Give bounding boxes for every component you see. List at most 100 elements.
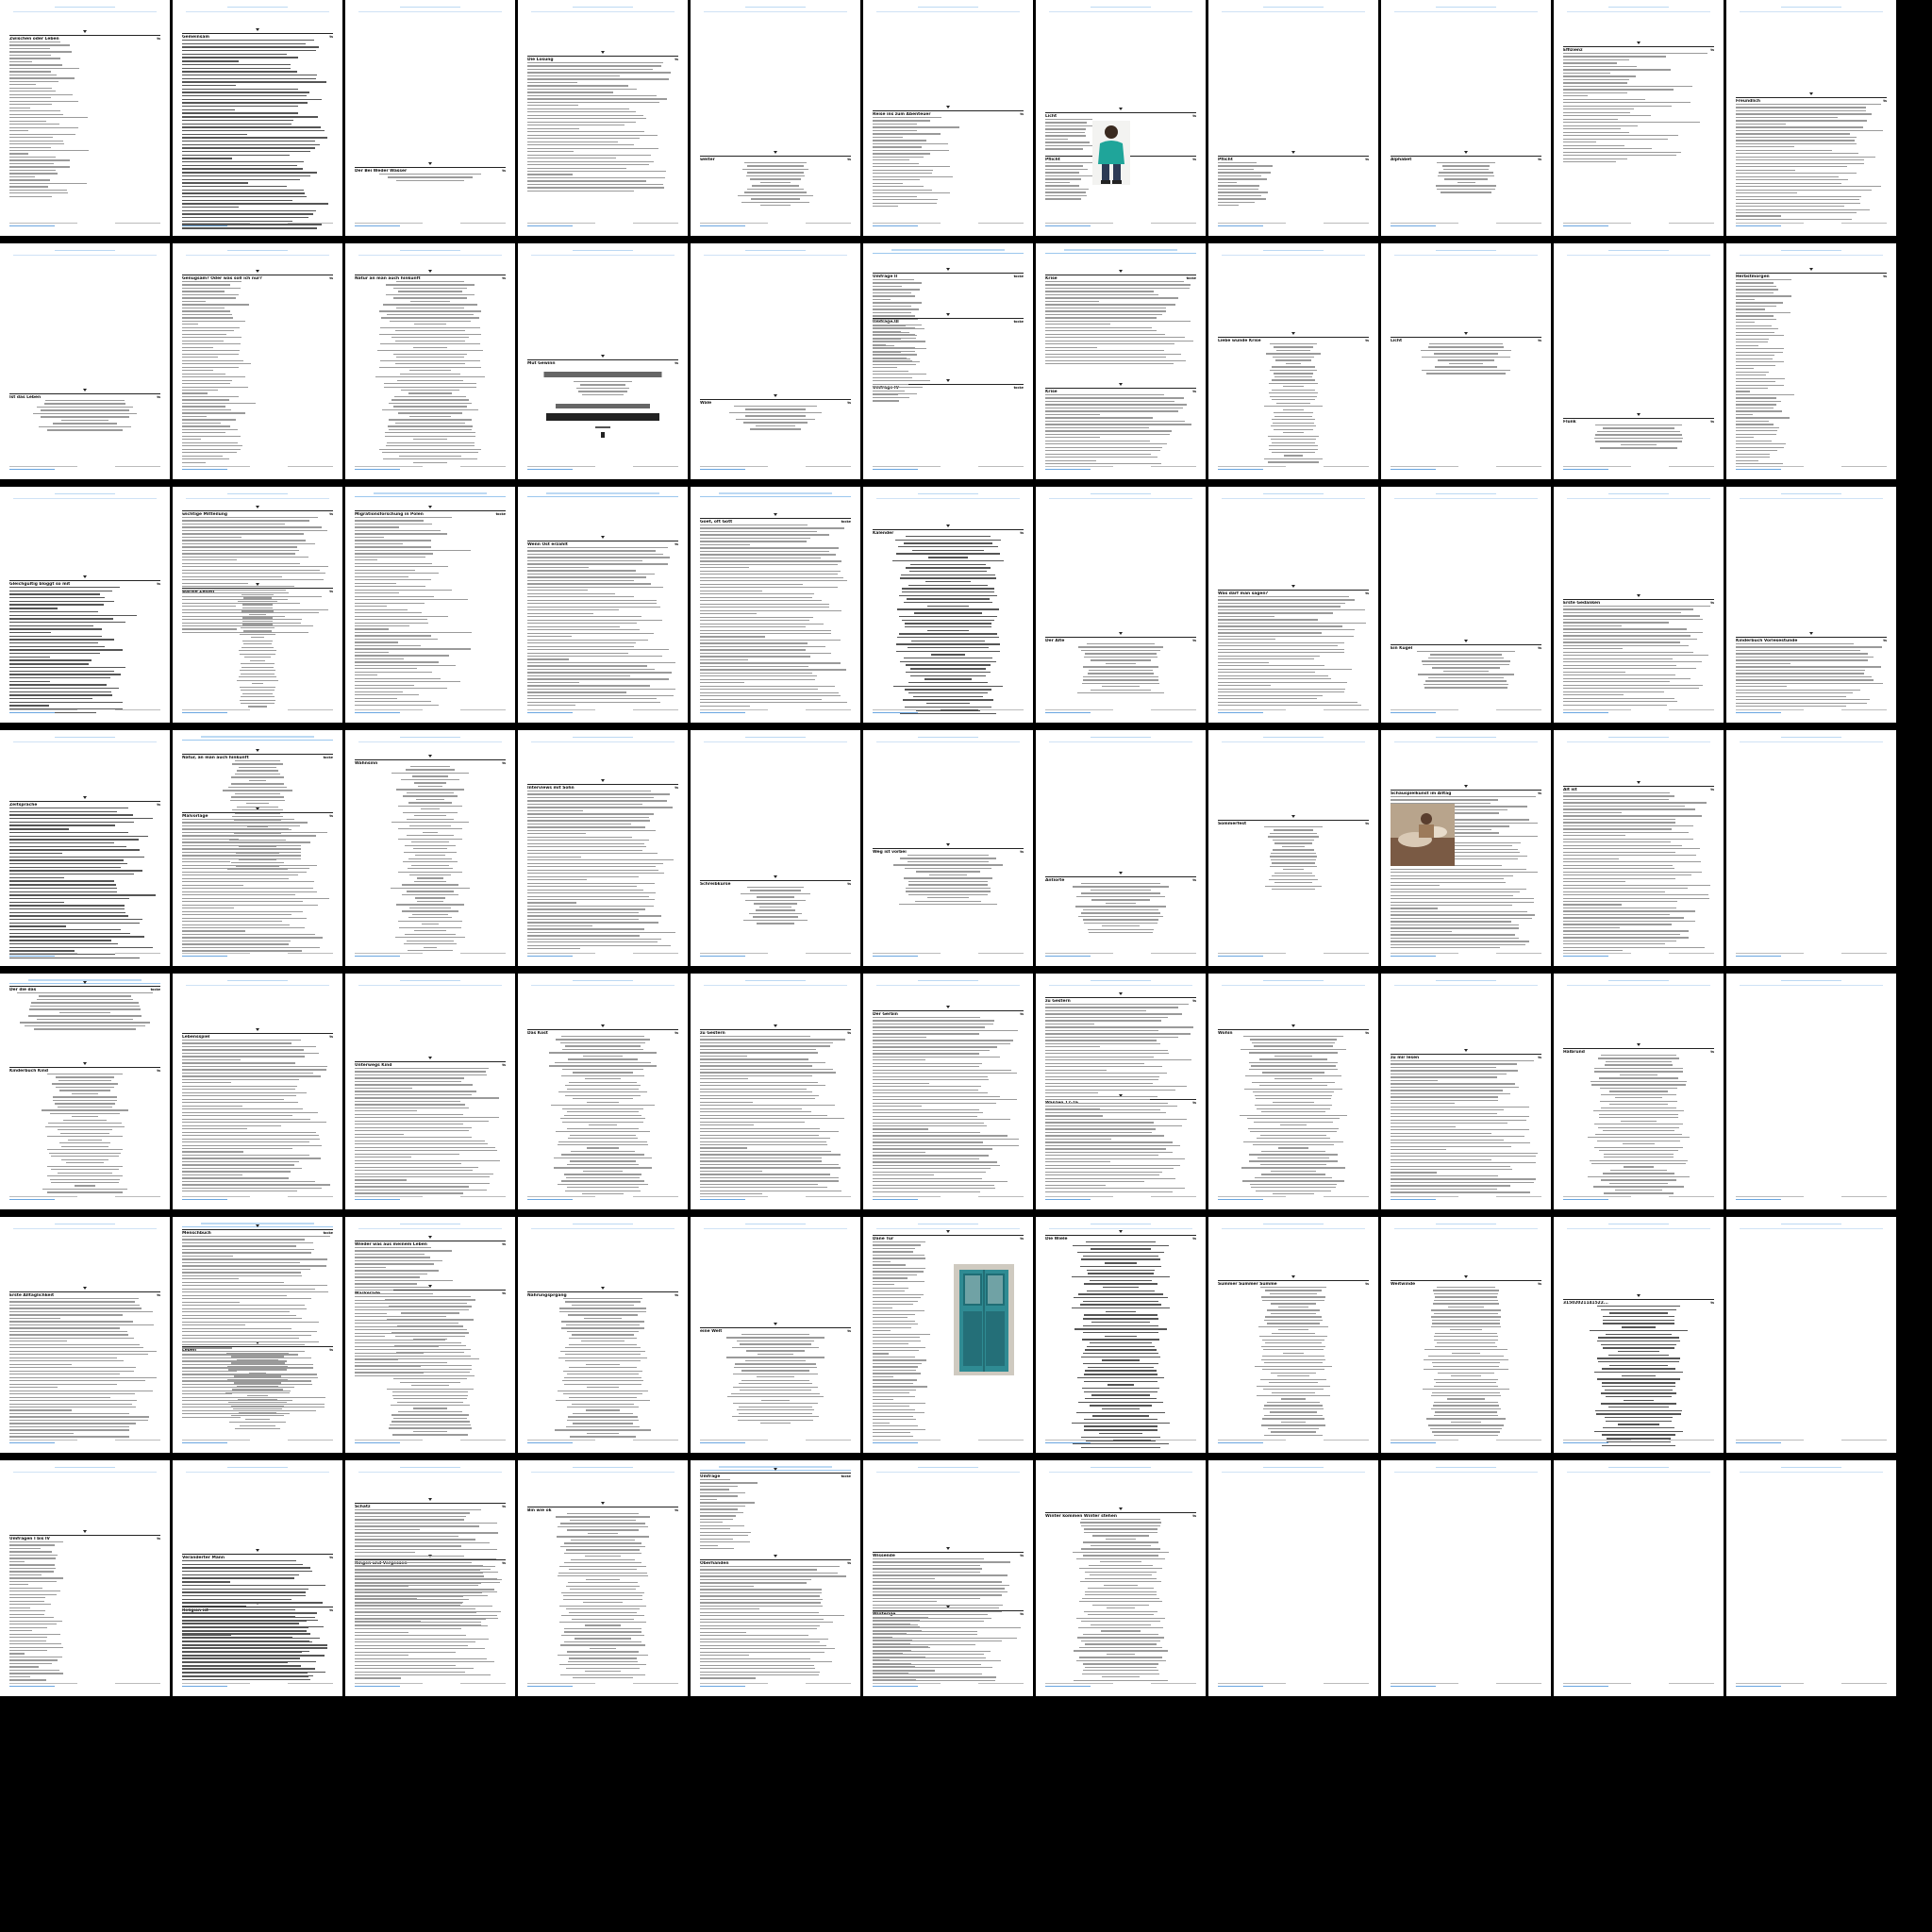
footer-line — [633, 223, 678, 224]
document-page[interactable] — [1554, 1460, 1724, 1696]
footer-line — [806, 1196, 851, 1197]
document-page[interactable] — [1208, 1460, 1378, 1696]
text-line — [355, 1578, 503, 1581]
document-page[interactable] — [1726, 730, 1896, 966]
document-page[interactable]: zu GesterntsWanzen 17-16ts — [1036, 974, 1206, 1209]
page-footer — [527, 1440, 678, 1445]
text-line — [1278, 1147, 1308, 1149]
text-line — [908, 880, 988, 883]
document-page[interactable]: Wieder was aus meinem LebentsMaskeradets — [345, 1217, 515, 1453]
document-page[interactable] — [1381, 1460, 1551, 1696]
document-page[interactable] — [1726, 974, 1896, 1209]
document-page[interactable]: wichtige Mitteilungtswarme Zeitents — [173, 487, 342, 723]
page-header-rule — [1049, 985, 1192, 986]
text-line — [38, 995, 132, 997]
document-page[interactable]: WissendetsWinterigets — [863, 1460, 1033, 1696]
text-line — [527, 75, 621, 77]
document-page[interactable] — [1726, 1217, 1896, 1453]
document-page[interactable] — [1726, 1460, 1896, 1696]
page-header-rule — [704, 985, 847, 986]
text-line — [182, 172, 318, 174]
section-author-tag: ts — [1192, 878, 1196, 882]
text-line — [355, 1512, 470, 1514]
text-line — [397, 871, 463, 873]
text-line — [1045, 1082, 1153, 1084]
document-page[interactable]: 31502021141522...ts — [1554, 1217, 1724, 1453]
text-block — [873, 117, 1024, 209]
document-page[interactable]: Was darf man sagen?ts — [1208, 487, 1378, 723]
footer-line — [873, 1196, 941, 1197]
text-line — [355, 1615, 497, 1617]
text-line — [1045, 1059, 1191, 1061]
text-line — [9, 156, 57, 158]
footer-line — [182, 1440, 250, 1441]
document-page[interactable]: MenschbuchtockeLebents — [173, 1217, 342, 1453]
text-line — [1736, 689, 1861, 691]
text-line — [355, 1126, 473, 1128]
document-page[interactable]: Genugsam? Oder was soll ich nur?ts — [173, 243, 342, 479]
document-page[interactable]: Umfrage IItockeUmfrage IIItockeUmfrage I… — [863, 243, 1033, 479]
